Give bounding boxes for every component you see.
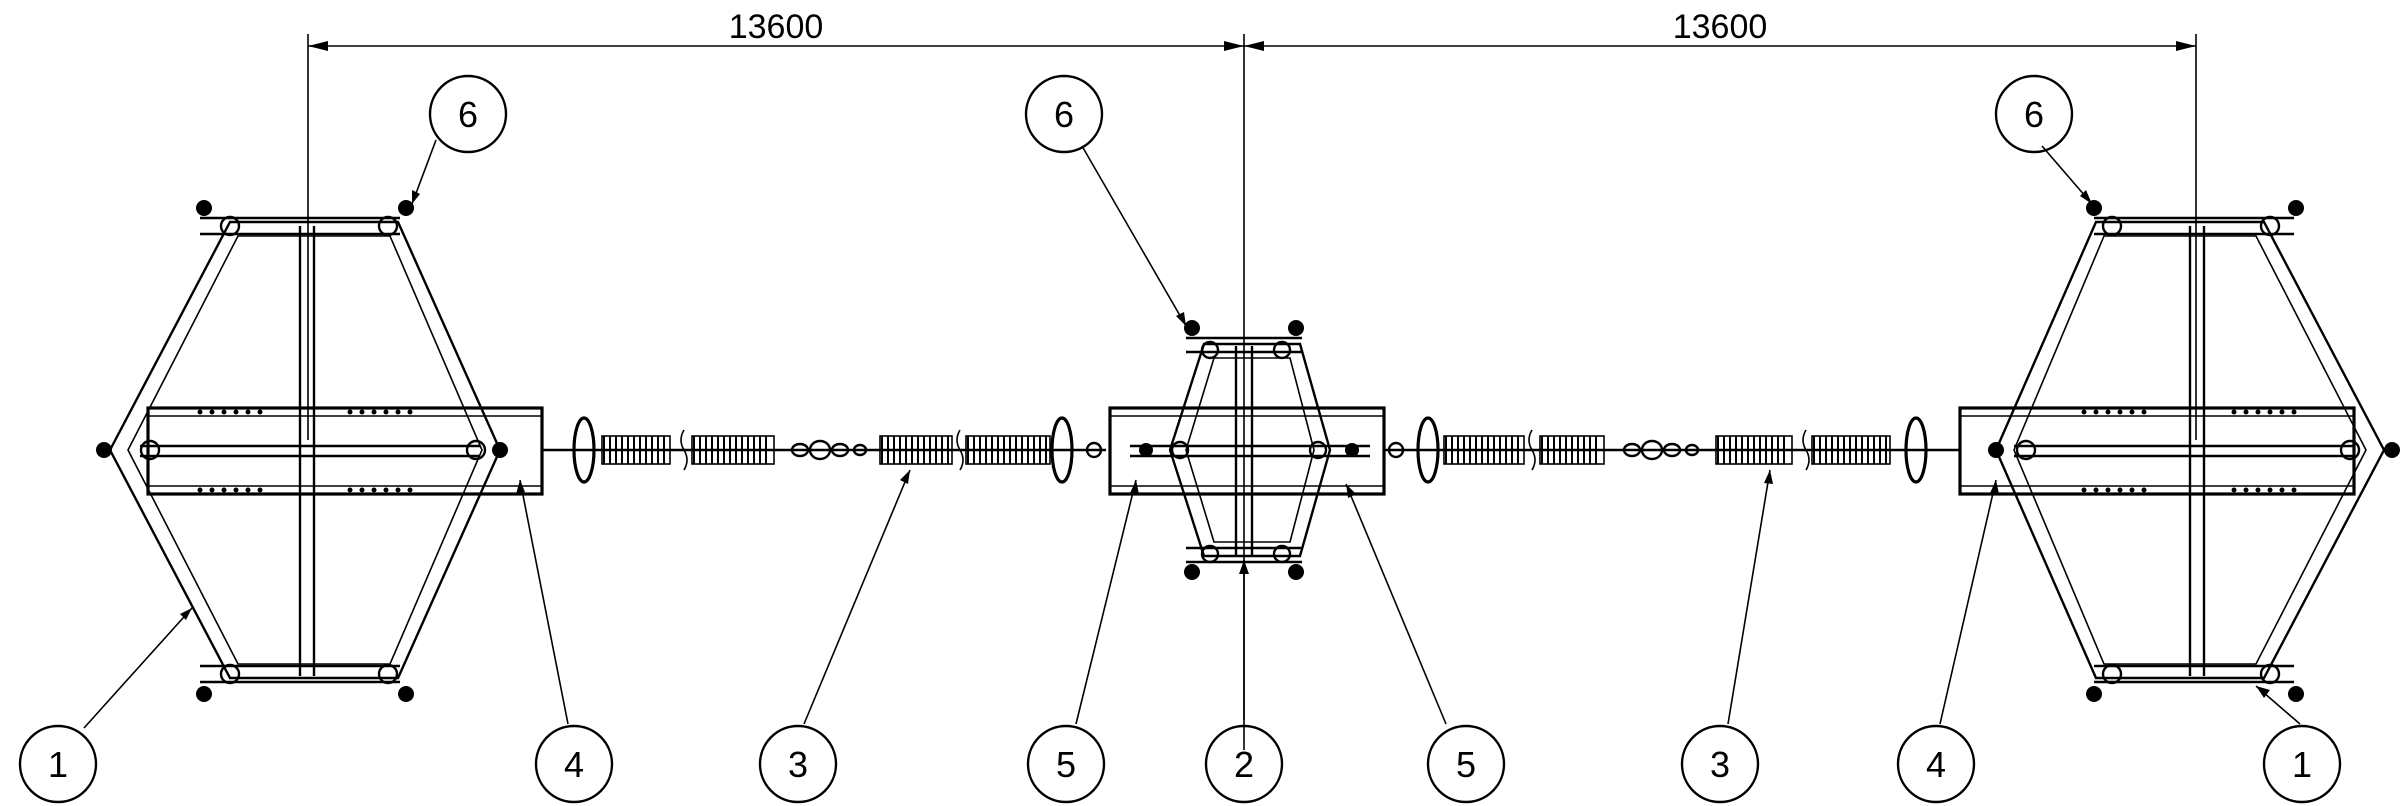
center-spacer — [1108, 320, 1386, 580]
svg-text:4: 4 — [1926, 744, 1946, 785]
callout-bubble-3-left: 3 — [758, 724, 838, 804]
callout-bubble-5-right: 5 — [1426, 724, 1506, 804]
callout-bubble-6-left: 6 — [428, 74, 508, 154]
left-frame-spacer — [96, 200, 544, 702]
svg-text:6: 6 — [458, 94, 478, 135]
svg-text:6: 6 — [2024, 94, 2044, 135]
dimension-group: 13600 13600 — [307, 8, 2197, 750]
svg-text:2: 2 — [1234, 744, 1254, 785]
clamp-icon — [1988, 200, 2400, 702]
dimension-label-right: 13600 — [1673, 8, 1768, 46]
svg-text:4: 4 — [564, 744, 584, 785]
callout-bubble-4-left: 4 — [534, 724, 614, 804]
callout-bubble-5-left: 5 — [1026, 724, 1106, 804]
svg-text:5: 5 — [1456, 744, 1476, 785]
right-frame-spacer — [1958, 200, 2400, 702]
callout-bubble-4-right: 4 — [1896, 724, 1976, 804]
clamp-icon — [96, 200, 508, 702]
callout-bubbles: 1 4 3 5 2 5 3 4 — [18, 74, 2342, 804]
callout-bubble-1-right: 1 — [2262, 724, 2342, 804]
svg-text:3: 3 — [1710, 744, 1730, 785]
callout-bubble-6-center: 6 — [1024, 74, 1104, 154]
callout-bubble-3-right: 3 — [1680, 724, 1760, 804]
svg-text:1: 1 — [2292, 744, 2312, 785]
leader-lines — [83, 139, 2301, 729]
callout-bubble-2-center: 2 — [1204, 724, 1284, 804]
right-insulator-string — [1384, 416, 1960, 484]
callout-bubble-6-right: 6 — [1994, 74, 2074, 154]
dimension-label-left: 13600 — [729, 8, 824, 46]
svg-text:3: 3 — [788, 744, 808, 785]
svg-text:5: 5 — [1056, 744, 1076, 785]
svg-text:6: 6 — [1054, 94, 1074, 135]
svg-text:1: 1 — [48, 744, 68, 785]
callout-bubble-1-left: 1 — [18, 724, 98, 804]
left-insulator-string — [542, 416, 1106, 484]
